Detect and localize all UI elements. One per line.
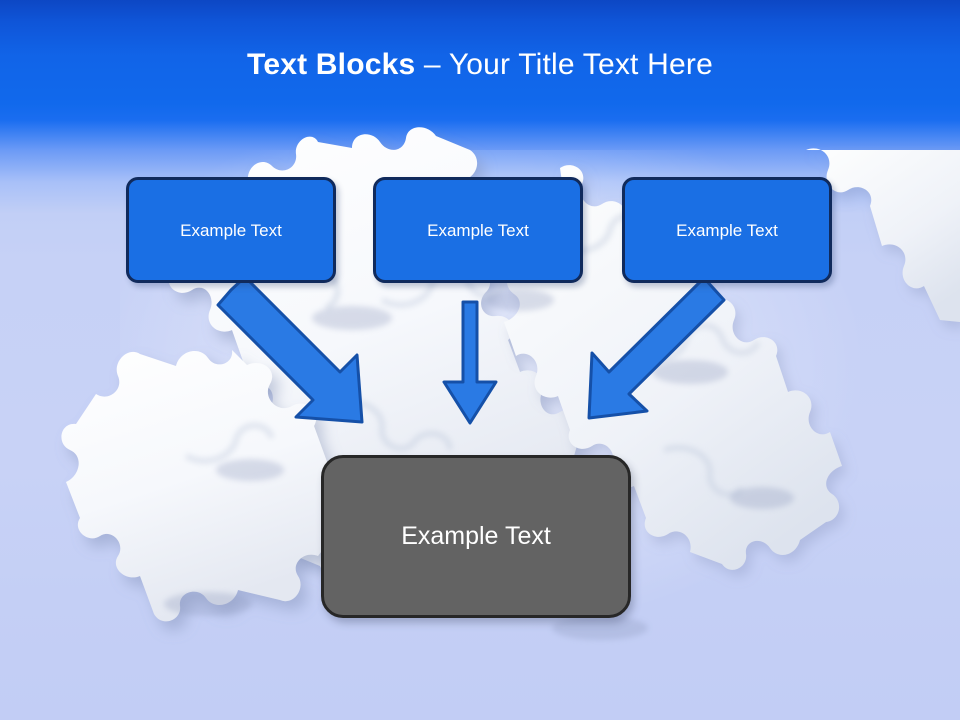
text-block-summary-label: Example Text	[401, 522, 551, 550]
text-block-2[interactable]: Example Text	[373, 177, 583, 283]
arrow-left-diagonal	[216, 275, 364, 424]
text-block-1-label: Example Text	[180, 220, 282, 240]
text-block-3-label: Example Text	[676, 220, 778, 240]
text-block-summary[interactable]: Example Text	[321, 455, 631, 618]
slide-title: Text Blocks – Your Title Text Here	[0, 48, 960, 82]
arrow-center-straight	[442, 300, 498, 425]
arrow-right-diagonal	[587, 276, 726, 420]
text-block-2-label: Example Text	[427, 220, 529, 240]
title-separator: –	[415, 48, 449, 81]
title-rest-text: Your Title Text Here	[448, 48, 713, 81]
text-block-1[interactable]: Example Text	[126, 177, 336, 283]
text-block-3[interactable]: Example Text	[622, 177, 832, 283]
title-strong-text: Text Blocks	[247, 48, 416, 81]
